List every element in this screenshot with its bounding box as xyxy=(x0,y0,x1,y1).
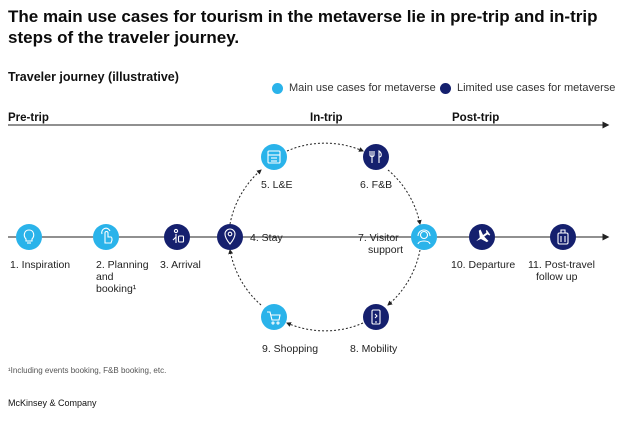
traveler-luggage-icon xyxy=(172,228,185,243)
node-visitor: 7. Visitor support xyxy=(358,224,437,256)
node-departure: 10. Departure xyxy=(451,224,515,271)
node-shopping: 9. Shopping xyxy=(261,304,318,355)
node-visitor-circle xyxy=(411,224,437,250)
legend-limited-label: Limited use cases for metaverse xyxy=(457,82,616,94)
node-fb-label: 6. F&B xyxy=(360,179,392,191)
loop-arc-mobility-shopping xyxy=(286,322,364,332)
node-arrival-label: 3. Arrival xyxy=(160,259,201,271)
node-fb-circle xyxy=(363,144,389,170)
node-arrival: 3. Arrival xyxy=(160,224,201,271)
airplane-icon xyxy=(476,229,491,243)
support-agent-icon xyxy=(417,229,431,245)
page-title: The main use cases for tourism in the me… xyxy=(8,7,598,47)
node-stay-label: 4. Stay xyxy=(250,232,283,244)
node-fb: 6. F&B xyxy=(360,144,392,191)
loop-arc-stay-le xyxy=(229,169,262,225)
legend-main-swatch xyxy=(272,82,283,94)
lightbulb-icon xyxy=(23,229,35,244)
calendar-icon xyxy=(267,150,281,164)
legend-limited-swatch xyxy=(440,82,451,94)
node-posttravel-label: 11. Post-travel follow up xyxy=(528,259,598,283)
node-le: 5. L&E xyxy=(261,144,293,191)
mobile-phone-icon xyxy=(371,309,381,325)
node-mobility-label: 8. Mobility xyxy=(350,343,398,355)
node-inspiration-circle xyxy=(16,224,42,250)
node-departure-label: 10. Departure xyxy=(451,259,515,271)
node-shopping-label: 9. Shopping xyxy=(262,343,318,355)
node-stay: 4. Stay xyxy=(217,224,283,250)
legend-limited: Limited use cases for metaverse xyxy=(440,82,615,94)
phase-post-trip: Post-trip xyxy=(452,112,500,124)
node-posttravel: 11. Post-travel follow up xyxy=(528,224,598,283)
footnote: ¹Including events booking, F&B booking, … xyxy=(8,366,167,375)
node-planning-circle xyxy=(93,224,119,250)
node-planning: 2. Planning and booking¹ xyxy=(93,224,151,295)
loop-arc-shopping-stay xyxy=(228,249,262,306)
suitcase-icon xyxy=(557,229,569,245)
brand-logo-text: McKinsey & Company xyxy=(8,398,97,408)
hand-touch-icon xyxy=(101,227,113,244)
loop-arc-le-fb xyxy=(286,142,364,152)
node-le-label: 5. L&E xyxy=(261,179,293,191)
node-mobility: 8. Mobility xyxy=(350,304,398,355)
node-planning-label: 2. Planning and booking¹ xyxy=(96,259,151,295)
cutlery-icon xyxy=(369,149,382,163)
loop-arc-visitor-mobility xyxy=(387,249,421,306)
node-posttravel-circle xyxy=(550,224,576,250)
diagram-subtitle: Traveler journey (illustrative) xyxy=(8,70,179,84)
node-inspiration: 1. Inspiration xyxy=(10,224,70,271)
node-inspiration-label: 1. Inspiration xyxy=(10,259,70,271)
phase-in-trip: In-trip xyxy=(310,112,343,124)
location-pin-icon xyxy=(224,228,236,245)
node-stay-circle xyxy=(217,224,243,250)
legend-main-label: Main use cases for metaverse xyxy=(289,82,436,94)
node-visitor-label: 7. Visitor support xyxy=(358,232,403,256)
legend-main: Main use cases for metaverse xyxy=(272,82,436,94)
phase-pre-trip: Pre-trip xyxy=(8,112,49,124)
shopping-cart-icon xyxy=(267,311,281,325)
node-shopping-circle xyxy=(261,304,287,330)
node-arrival-circle xyxy=(164,224,190,250)
loop-arc-fb-visitor xyxy=(387,169,422,225)
node-le-circle xyxy=(261,144,287,170)
in-trip-loop xyxy=(228,142,422,332)
